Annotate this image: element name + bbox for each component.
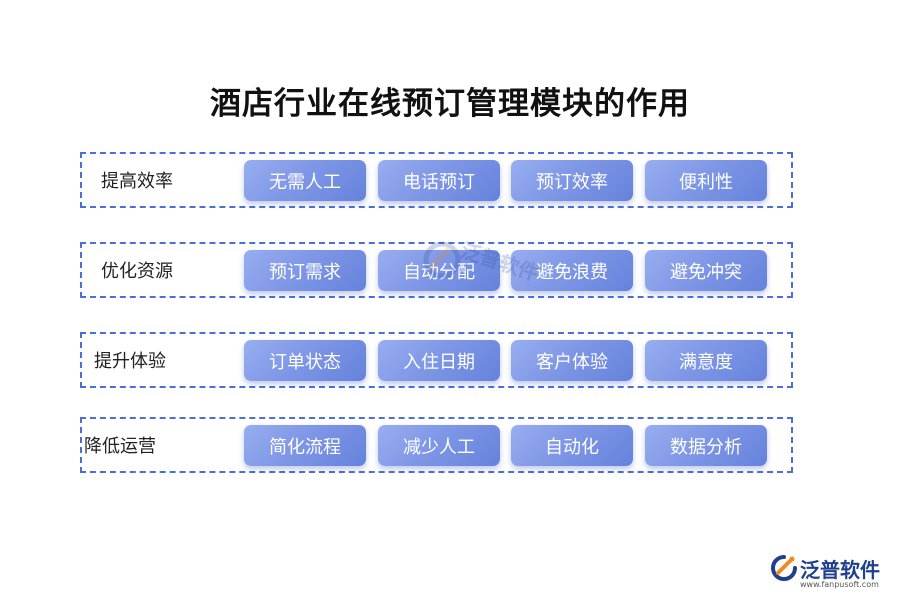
row-label: 降低运营: [84, 436, 156, 457]
item-chip: 便利性: [645, 160, 767, 201]
item-chip: 满意度: [645, 340, 767, 381]
item-chip: 订单状态: [244, 340, 366, 381]
brand-name: 泛普软件: [800, 558, 880, 582]
item-chip: 避免冲突: [645, 250, 767, 291]
brand-logo: 泛普软件 www.fanpusoft.com: [770, 552, 895, 592]
row-improve-efficiency: 提高效率 无需人工 电话预订 预订效率 便利性: [80, 152, 793, 208]
row-reduce-operations: 降低运营 简化流程 减少人工 自动化 数据分析: [80, 417, 793, 473]
brand-url: www.fanpusoft.com: [800, 580, 879, 589]
item-chip: 自动化: [511, 425, 633, 466]
item-chip: 客户体验: [511, 340, 633, 381]
row-optimize-resources: 优化资源 预订需求 自动分配 避免浪费 避免冲突: [80, 242, 793, 298]
item-chip: 预订需求: [244, 250, 366, 291]
item-chip: 入住日期: [378, 340, 500, 381]
item-chip: 预订效率: [511, 160, 633, 201]
item-chip: 简化流程: [244, 425, 366, 466]
diagram-title: 酒店行业在线预订管理模块的作用: [210, 86, 690, 122]
item-chip: 无需人工: [244, 160, 366, 201]
brand-logo-icon: [771, 555, 797, 581]
row-label: 提升体验: [94, 351, 166, 372]
item-chip: 电话预订: [378, 160, 500, 201]
row-label: 优化资源: [101, 261, 173, 282]
item-chip: 减少人工: [378, 425, 500, 466]
item-chip: 自动分配: [378, 250, 500, 291]
row-label: 提高效率: [101, 171, 173, 192]
row-improve-experience: 提升体验 订单状态 入住日期 客户体验 满意度: [80, 332, 793, 388]
item-chip: 避免浪费: [511, 250, 633, 291]
item-chip: 数据分析: [645, 425, 767, 466]
